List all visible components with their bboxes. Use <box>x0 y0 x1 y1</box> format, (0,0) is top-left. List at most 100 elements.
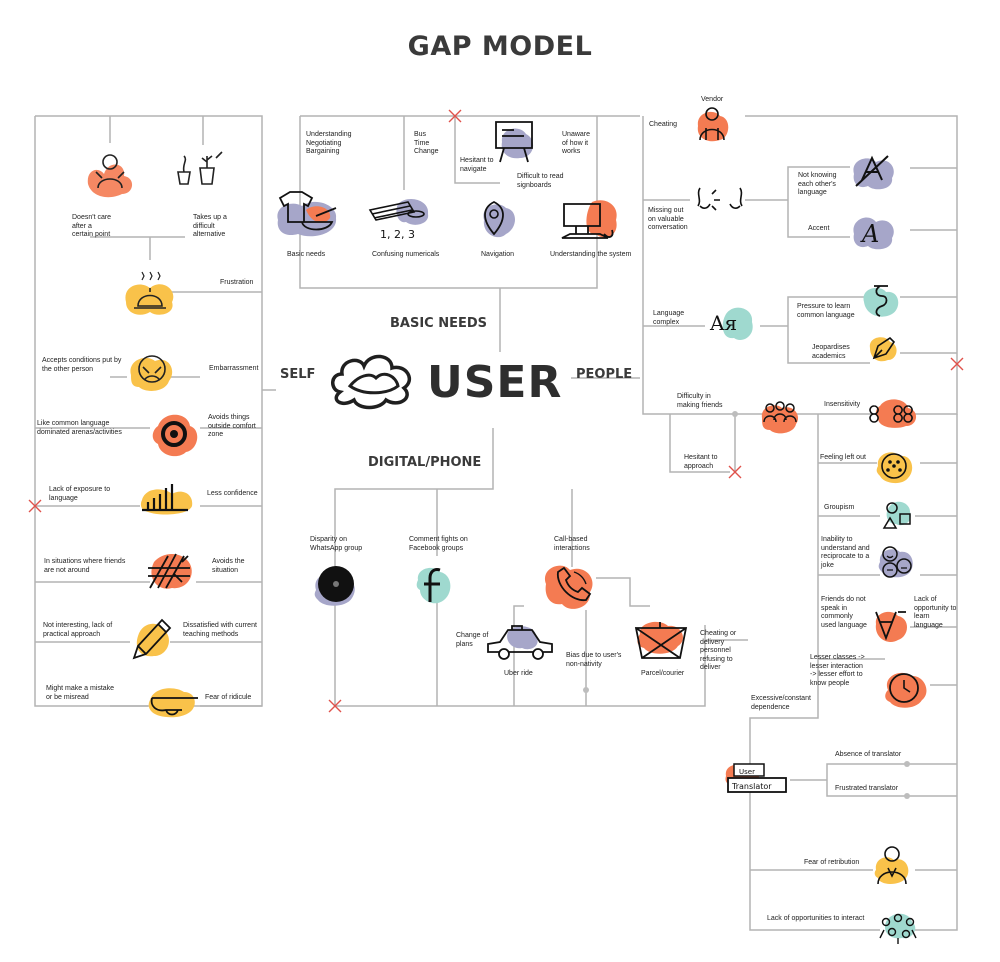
language-complex-icon: Aя <box>709 307 753 341</box>
section-self: SELF <box>280 367 316 382</box>
friends-group-icon <box>761 401 799 434</box>
cross-icon <box>950 357 964 371</box>
text-frustration: Frustration <box>220 279 254 286</box>
accent-letter: A <box>860 220 879 248</box>
clothes-bowl-icon <box>277 191 337 237</box>
text-not-interesting: Not interesting, lack of practical appro… <box>43 622 113 638</box>
crowd-icon <box>879 913 917 944</box>
text-vendor: Vendor <box>701 96 724 103</box>
text-comment-fights: Comment fights on Facebook groups <box>409 536 468 552</box>
insensitivity-icon <box>869 399 917 428</box>
text-fear-ridicule: Fear of ridicule <box>205 694 252 701</box>
text-doesnt-care: Doesn't care after a certain point <box>72 214 112 238</box>
text-dissatisfied: Dissatisfied with current teaching metho… <box>183 622 257 638</box>
retribution-person-icon <box>874 846 909 885</box>
location-pin-icon <box>483 200 515 238</box>
plants-icon <box>177 151 223 185</box>
text-might-mistake: Might make a mistake or be misread <box>46 685 115 701</box>
user-label: USER <box>427 357 563 408</box>
text-difficult-signboards: Difficult to read signboards <box>517 173 564 189</box>
section-people: PEOPLE <box>576 367 633 382</box>
text-embarrassment: Embarrassment <box>209 365 259 372</box>
pointing-hand-icon <box>148 688 198 718</box>
vendor-icon <box>697 107 729 142</box>
pencil-icon <box>132 618 172 660</box>
groupism-shapes-icon <box>882 501 911 529</box>
left-out-icon <box>876 452 913 484</box>
text-lesser-classes: Lesser classes -> lesser interaction -> … <box>810 654 865 687</box>
conversation-faces-icon <box>697 187 743 211</box>
text-takes-up: Takes up a difficult alternative <box>193 214 227 238</box>
text-uber-ride: Uber ride <box>504 670 533 677</box>
pen-nib-icon <box>869 336 897 362</box>
text-lack-opp-interact: Lack of opportunities to interact <box>767 915 865 922</box>
text-excessive-dependence: Excessive/constant dependence <box>751 695 811 711</box>
text-situations-friends: In situations where friends are not arou… <box>44 558 126 574</box>
text-not-knowing: Not knowing each other's language <box>798 172 837 196</box>
person-shrug-icon <box>87 154 133 198</box>
text-fear-retribution: Fear of retribution <box>804 859 860 866</box>
section-basic-needs: BASIC NEEDS <box>390 316 488 331</box>
taxi-car-icon <box>487 625 553 660</box>
facebook-icon <box>416 567 451 604</box>
script-letter-icon <box>863 285 899 317</box>
text-difficulty-friends: Difficulty in making friends <box>677 393 723 409</box>
section-digital: DIGITAL/PHONE <box>368 455 482 470</box>
text-friends-not-speak: Friends do not speak in commonly used la… <box>821 596 867 629</box>
text-feeling-left: Feeling left out <box>820 454 866 461</box>
signboard-icon <box>495 121 534 163</box>
text-basic-needs: Basic needs <box>287 251 326 258</box>
translator-card-label: Translator <box>731 782 772 791</box>
text-understanding-negotiating: Understanding Negotiating Bargaining <box>306 131 352 155</box>
text-accepts-conditions: Accepts conditions put by the other pers… <box>42 357 122 373</box>
text-cheating-delivery: Cheating or delivery personnel refusing … <box>700 630 737 671</box>
text-missing-out: Missing out on valuable conversation <box>648 207 688 231</box>
text-absence-translator: Absence of translator <box>835 751 902 758</box>
text-avoids-things: Avoids things outside comfort zone <box>208 414 256 438</box>
text-less-confidence: Less confidence <box>207 490 258 497</box>
text-pressure: Pressure to learn common language <box>797 303 855 319</box>
computer-system-icon <box>561 200 617 239</box>
language-mismatch-icon <box>853 155 894 190</box>
money-numbers-icon: 1, 2, 3 <box>368 199 429 241</box>
user-translator-cards-icon: User Translator <box>725 763 787 793</box>
text-parcel: Parcel/courier <box>641 670 685 677</box>
text-cheating: Cheating <box>649 121 678 128</box>
cross-icon <box>328 699 342 713</box>
clock-icon <box>885 672 927 708</box>
text-groupism: Groupism <box>824 504 855 511</box>
upside-a-icon <box>875 611 907 643</box>
text-insensitivity: Insensitivity <box>824 401 861 408</box>
user-card-label: User <box>739 768 755 776</box>
whatsapp-group-icon <box>314 566 355 606</box>
text-hesitant-approach: Hesitant to approach <box>684 454 718 470</box>
accent-letter-icon: A <box>853 217 894 250</box>
phone-call-icon <box>544 565 593 609</box>
embarrassed-face-icon <box>130 355 173 391</box>
text-lack-opportunity: Lack of opportunity to learn language <box>914 596 957 629</box>
frustration-cloche-icon <box>125 271 174 315</box>
text-unaware: Unaware of how it works <box>562 131 591 155</box>
text-inability: Inability to understand and reciprocate … <box>821 536 870 569</box>
text-call-based: Call-based interactions <box>554 536 590 552</box>
text-understanding-system: Understanding the system <box>550 251 632 258</box>
text-bus-time: Bus Time Change <box>414 131 439 155</box>
cross-icon <box>728 465 742 479</box>
text-like-common: Like common language dominated arenas/ac… <box>37 420 122 436</box>
cross-icon <box>28 499 42 513</box>
text-language-complex: Language complex <box>653 310 685 326</box>
avoid-situation-icon <box>148 553 192 589</box>
text-hesitant-navigate: Hesitant to navigate <box>460 157 494 173</box>
faces-joke-icon <box>878 546 913 578</box>
text-navigation: Navigation <box>481 251 515 258</box>
aya-letters: Aя <box>709 311 737 335</box>
text-frustrated-translator: Frustrated translator <box>835 785 899 792</box>
text-bias: Bias due to user's non-nativity <box>566 652 622 668</box>
numerals-label: 1, 2, 3 <box>380 228 415 241</box>
cross-icon <box>448 109 462 123</box>
text-avoids-situation: Avoids the situation <box>212 558 245 574</box>
user-cloud-icon <box>331 354 411 410</box>
